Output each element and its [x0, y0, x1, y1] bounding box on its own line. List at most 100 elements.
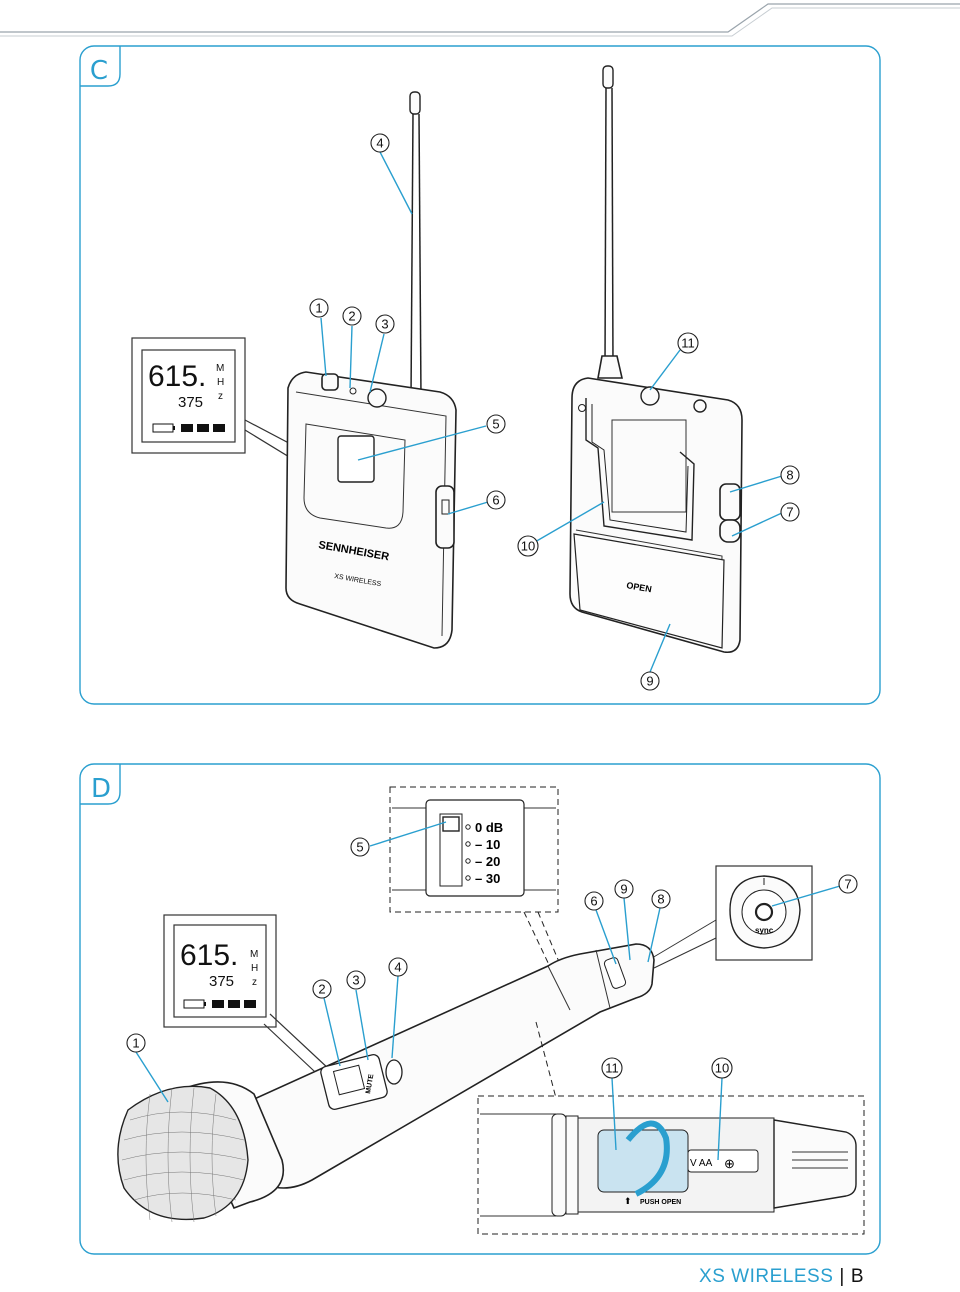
- callout-d-11: 11: [601, 1057, 623, 1079]
- svg-text:7: 7: [786, 505, 793, 520]
- callout-d-8: 8: [651, 889, 671, 909]
- svg-text:10: 10: [715, 1061, 729, 1076]
- callout-c-4: 4: [370, 133, 390, 153]
- panel-c: C 615. 375 M H z SENNHEISER XS WIRELESS: [79, 45, 881, 705]
- svg-text:M: M: [250, 949, 258, 960]
- svg-text:6: 6: [590, 894, 597, 909]
- callout-d-6: 6: [584, 891, 604, 911]
- battery-plus: ⊕: [724, 1156, 735, 1171]
- lcd-unit-z: z: [218, 391, 223, 402]
- svg-text:H: H: [251, 963, 258, 974]
- open-arrow-icon: [625, 1120, 670, 1197]
- callout-c-8: 8: [780, 465, 800, 485]
- charge-contacts: [719, 519, 741, 543]
- battery-label: V AA: [690, 1158, 713, 1169]
- mic-mute-switch[interactable]: [603, 957, 627, 990]
- level-minus-30: – 30: [475, 871, 500, 886]
- header-tab-decoration: [0, 3, 960, 37]
- callout-d-7: 7: [838, 874, 858, 894]
- push-open-label: PUSH OPEN: [640, 1199, 681, 1206]
- panel-d: D 0 dB – 10 – 20 – 30 615. 375 M H z: [79, 763, 881, 1255]
- callout-d-5: 5: [350, 837, 370, 857]
- sync-button-back[interactable]: [640, 386, 660, 406]
- mic-control-button[interactable]: [385, 1059, 403, 1085]
- lcd-unit-h: H: [217, 377, 224, 388]
- mic-mute-label: MUTE: [365, 1073, 375, 1094]
- callout-c-6: 6: [486, 490, 506, 510]
- callout-d-4: 4: [388, 957, 408, 977]
- svg-text:3: 3: [381, 317, 388, 332]
- callout-c-1: 1: [309, 298, 329, 318]
- lcd-d-frequency-main: 615.: [180, 939, 238, 972]
- svg-text:z: z: [252, 977, 257, 988]
- handheld-microphone: MUTE: [117, 943, 655, 1223]
- push-arrow-icon: ⬆: [624, 1196, 632, 1206]
- callout-c-10: 10: [517, 535, 539, 557]
- svg-text:4: 4: [376, 136, 383, 151]
- leaders-d: [135, 821, 841, 1161]
- sync-button[interactable]: [754, 902, 774, 922]
- callout-c-9: 9: [640, 671, 660, 691]
- bodypack-back: OPEN: [569, 65, 743, 654]
- sync-inset: sync: [715, 865, 813, 961]
- sensitivity-slider[interactable]: [442, 816, 460, 832]
- callout-d-3: 3: [346, 970, 366, 990]
- callout-c-5: 5: [486, 414, 506, 434]
- lcd-inset-c: 615. 375 M H z: [131, 337, 246, 454]
- bodypack-front: SENNHEISER XS WIRELESS: [285, 91, 457, 649]
- svg-text:3: 3: [352, 973, 359, 988]
- leaders-c: [320, 151, 785, 673]
- sensitivity-inset: 0 dB – 10 – 20 – 30: [389, 786, 559, 913]
- sync-label: sync: [755, 926, 774, 935]
- callout-d-2: 2: [312, 979, 332, 999]
- level-minus-10: – 10: [475, 837, 500, 852]
- svg-text:2: 2: [348, 309, 355, 324]
- svg-text:9: 9: [646, 674, 653, 689]
- callout-c-3: 3: [375, 314, 395, 334]
- callout-d-10: 10: [711, 1057, 733, 1079]
- page-footer: XS WIRELESS|B: [699, 1266, 864, 1288]
- lcd-d-frequency-decimal: 375: [209, 973, 234, 990]
- antenna-socket: [321, 373, 339, 391]
- callout-d-9: 9: [614, 879, 634, 899]
- mic-grille: [117, 1085, 249, 1221]
- sensitivity-switch[interactable]: [435, 485, 455, 549]
- svg-text:9: 9: [620, 882, 627, 897]
- svg-text:10: 10: [521, 539, 535, 554]
- footer-page: B: [850, 1266, 864, 1287]
- level-minus-20: – 20: [475, 854, 500, 869]
- battery-cover[interactable]: [573, 533, 725, 649]
- svg-text:8: 8: [657, 892, 664, 907]
- lcd-inset-d: 615. 375 M H z: [163, 914, 277, 1028]
- svg-text:11: 11: [681, 336, 695, 351]
- svg-text:8: 8: [786, 468, 793, 483]
- lcd-frequency-main: 615.: [148, 360, 206, 393]
- footer-brand: XS WIRELESS: [699, 1266, 834, 1287]
- lcd-frequency-decimal: 375: [178, 394, 203, 411]
- svg-text:11: 11: [605, 1061, 619, 1076]
- callout-c-11: 11: [677, 332, 699, 354]
- svg-text:7: 7: [844, 877, 851, 892]
- svg-text:1: 1: [132, 1036, 139, 1051]
- svg-text:6: 6: [492, 493, 499, 508]
- lcd-unit-m: M: [216, 363, 224, 374]
- open-label: OPEN: [626, 580, 653, 594]
- svg-text:5: 5: [492, 417, 499, 432]
- mic-display: [332, 1064, 366, 1096]
- bodypack-display: [337, 435, 375, 483]
- battery-compartment-inset: V AA ⊕ PUSH OPEN ⬆: [477, 1095, 865, 1235]
- panel-d-letter: D: [91, 774, 111, 804]
- belt-clip: [585, 398, 695, 541]
- callout-d-1: 1: [126, 1033, 146, 1053]
- svg-text:5: 5: [356, 840, 363, 855]
- panel-c-letter: C: [90, 56, 108, 86]
- callout-c-2: 2: [342, 306, 362, 326]
- aa-battery: [687, 1149, 759, 1173]
- svg-text:2: 2: [318, 982, 325, 997]
- power-button[interactable]: [367, 388, 387, 408]
- svg-text:4: 4: [394, 960, 401, 975]
- battery-cover-lid[interactable]: [597, 1129, 689, 1193]
- level-0db: 0 dB: [475, 820, 503, 835]
- footer-separator: |: [839, 1266, 845, 1287]
- callout-c-7: 7: [780, 502, 800, 522]
